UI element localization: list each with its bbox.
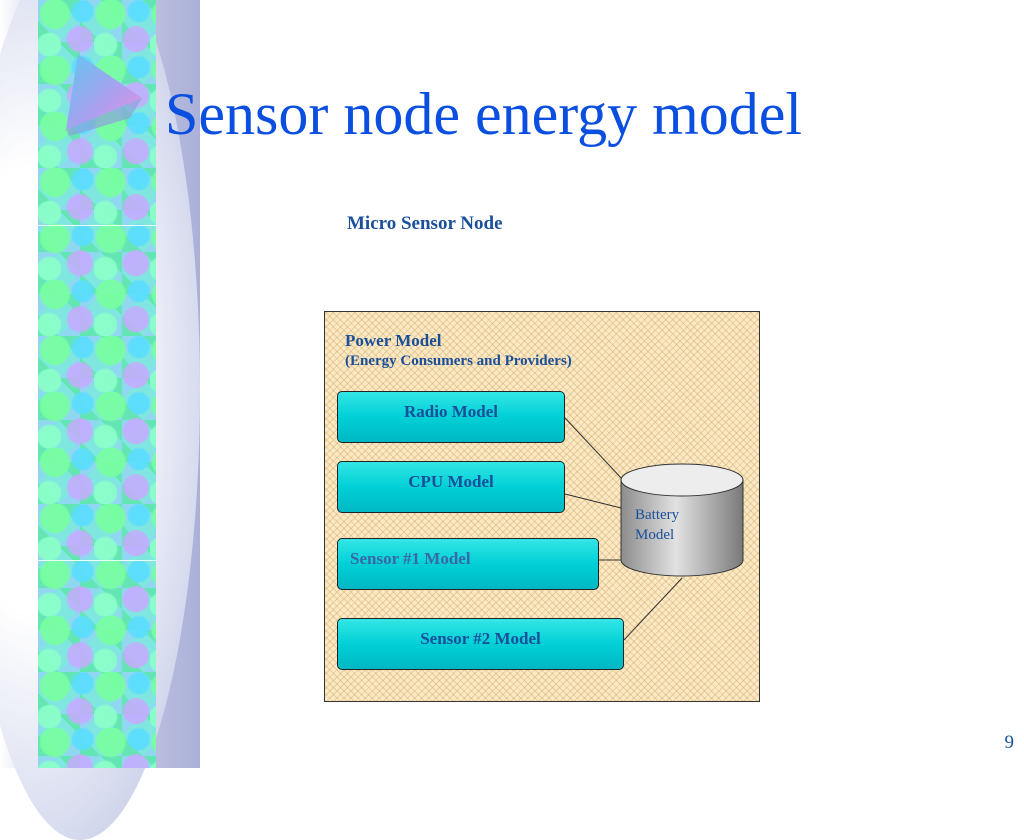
strip-divider — [38, 560, 156, 561]
micro-sensor-node-label: Micro Sensor Node — [347, 213, 503, 234]
power-model-title: Power Model — [345, 331, 442, 350]
triangle-bullet-icon — [66, 54, 142, 136]
battery-label-line1: Battery — [635, 507, 680, 523]
battery-cylinder-icon — [620, 463, 744, 577]
sensor1-model-box: Sensor #1 Model — [337, 538, 599, 590]
power-model-subtitle: (Energy Consumers and Providers) — [345, 353, 572, 369]
radio-model-box: Radio Model — [337, 391, 565, 443]
strip-divider — [38, 225, 156, 226]
sensor2-model-box: Sensor #2 Model — [337, 618, 624, 670]
battery-model-label: Battery Model — [635, 505, 679, 545]
slide-title: Sensor node energy model — [165, 81, 803, 147]
battery-label-line2: Model — [635, 527, 675, 543]
page-number: 9 — [1004, 732, 1015, 753]
cpu-model-box: CPU Model — [337, 461, 565, 513]
decorative-pattern-strip — [38, 0, 156, 768]
